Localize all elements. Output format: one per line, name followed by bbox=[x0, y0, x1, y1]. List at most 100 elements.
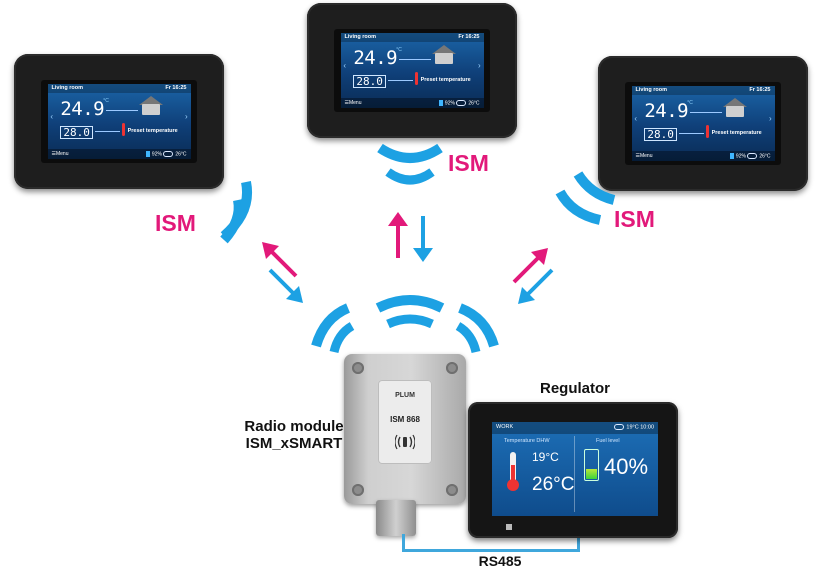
chevron-left-icon[interactable]: ‹ bbox=[634, 114, 638, 124]
chevron-left-icon[interactable]: ‹ bbox=[343, 61, 347, 71]
weather-temperature: 19°C bbox=[626, 424, 639, 431]
regulator-clock: 10:00 bbox=[640, 424, 654, 431]
radio-module-caption-line2: ISM_xSMART bbox=[245, 435, 343, 452]
connector-line bbox=[690, 112, 722, 114]
humidity-value: 92% bbox=[735, 153, 746, 160]
wave-icon-module-center bbox=[375, 295, 445, 329]
chevron-right-icon[interactable]: › bbox=[477, 61, 481, 71]
dhw-actual-temperature: 26°C bbox=[532, 474, 575, 495]
wave-icon-top bbox=[377, 143, 443, 185]
current-temperature: 24.9 bbox=[644, 100, 689, 123]
screw-icon bbox=[352, 362, 364, 374]
room-name: Living room bbox=[635, 86, 667, 93]
wave-icon-right bbox=[555, 171, 616, 225]
regulator-status-bar: WORK 19°C 10:00 bbox=[492, 422, 658, 434]
humidity-value: 92% bbox=[444, 100, 455, 107]
thermostat-panel-center: Living room Fr 16:25 ‹ › 24.9 °C 28.0 Pre… bbox=[307, 3, 517, 138]
thermometer-icon bbox=[414, 72, 418, 85]
outdoor-temperature: 26°C bbox=[175, 151, 187, 158]
temperature-unit: °C bbox=[396, 47, 402, 54]
regulator-screen: WORK 19°C 10:00 Temperature DHW Fuel lev… bbox=[492, 422, 658, 516]
thermostat-top-bar: Living room Fr 16:25 bbox=[631, 85, 775, 95]
connector-line bbox=[387, 79, 414, 81]
cloud-icon bbox=[614, 424, 625, 430]
status-led bbox=[506, 524, 512, 530]
dhw-set-temperature: 19°C bbox=[532, 450, 559, 464]
wave-icon-module-right bbox=[455, 303, 499, 354]
mode-indicator: WORK bbox=[496, 424, 514, 430]
clock: Fr 16:25 bbox=[749, 86, 771, 93]
rs485-label: RS485 bbox=[478, 553, 522, 569]
status-readouts: 92% 26°C bbox=[438, 99, 480, 107]
current-temperature: 24.9 bbox=[353, 47, 398, 70]
ism-label-right: ISM bbox=[614, 206, 655, 232]
screw-icon bbox=[446, 362, 458, 374]
bidirectional-arrow-center bbox=[388, 212, 433, 262]
ism-label-left: ISM bbox=[155, 210, 196, 236]
clock: Fr 16:25 bbox=[458, 33, 480, 40]
fuel-level-icon bbox=[584, 449, 599, 481]
connector-line bbox=[106, 110, 138, 112]
radio-module: PLUM ISM 868 bbox=[344, 354, 466, 504]
preset-temperature-value[interactable]: 28.0 bbox=[644, 128, 677, 142]
regulator-device: WORK 19°C 10:00 Temperature DHW Fuel lev… bbox=[468, 402, 678, 538]
preset-temperature-label: Preset temperature bbox=[711, 129, 762, 136]
cloud-icon bbox=[163, 150, 174, 157]
weather-readout: 19°C 10:00 bbox=[614, 424, 654, 432]
radio-module-caption: Radio module ISM_xSMART bbox=[244, 418, 344, 452]
menu-button[interactable]: ☰Menu bbox=[51, 150, 69, 157]
regulator-caption: Regulator bbox=[539, 380, 610, 397]
dhw-label: Temperature DHW bbox=[504, 438, 550, 444]
room-name: Living room bbox=[51, 84, 83, 91]
status-readouts: 92% 26°C bbox=[145, 150, 187, 158]
fuel-level-value: 40% bbox=[604, 454, 649, 479]
thermometer-icon bbox=[507, 452, 519, 491]
chevron-right-icon[interactable]: › bbox=[768, 114, 772, 124]
preset-temperature-label: Preset temperature bbox=[420, 76, 471, 83]
outdoor-temperature: 26°C bbox=[759, 153, 771, 160]
connector-line bbox=[678, 132, 705, 134]
status-readouts: 92% 26°C bbox=[729, 152, 771, 160]
house-icon bbox=[723, 97, 748, 121]
fuel-label: Fuel level bbox=[596, 438, 620, 444]
rs485-cable-segment bbox=[402, 534, 405, 552]
cloud-icon bbox=[456, 99, 467, 106]
thermostat-screen: Living room Fr 16:25 ‹ › 24.9 °C 28.0 Pre… bbox=[340, 32, 484, 109]
temperature-unit: °C bbox=[103, 98, 109, 105]
menu-button[interactable]: ☰Menu bbox=[635, 152, 653, 159]
bidirectional-arrow-right bbox=[512, 248, 554, 304]
preset-temperature-value[interactable]: 28.0 bbox=[353, 75, 386, 89]
clock: Fr 16:25 bbox=[165, 84, 187, 91]
chevron-left-icon[interactable]: ‹ bbox=[50, 112, 54, 122]
wave-icon-module-left bbox=[311, 303, 355, 354]
chevron-right-icon[interactable]: › bbox=[184, 112, 188, 122]
thermometer-icon bbox=[121, 123, 125, 136]
wireless-icon bbox=[395, 434, 415, 450]
connector-line bbox=[94, 130, 121, 132]
radio-module-caption-line1: Radio module bbox=[244, 418, 344, 435]
room-name: Living room bbox=[344, 33, 376, 40]
thermometer-icon bbox=[705, 125, 709, 138]
screw-icon bbox=[352, 484, 364, 496]
cable-gland bbox=[376, 500, 416, 536]
screw-icon bbox=[446, 484, 458, 496]
house-icon bbox=[139, 95, 164, 119]
module-model: ISM 868 bbox=[390, 415, 420, 424]
preset-temperature-value[interactable]: 28.0 bbox=[60, 126, 93, 140]
fuel-level-fill bbox=[586, 469, 597, 479]
current-temperature: 24.9 bbox=[60, 98, 105, 121]
thermostat-bottom-bar: ☰Menu 92% 26°C bbox=[47, 148, 191, 160]
menu-button[interactable]: ☰Menu bbox=[344, 99, 362, 106]
module-label-plate: PLUM ISM 868 bbox=[378, 380, 432, 464]
thermostat-bottom-bar: ☰Menu 92% 26°C bbox=[340, 97, 484, 109]
brand-logo: PLUM bbox=[395, 392, 415, 399]
thermostat-bottom-bar: ☰Menu 92% 26°C bbox=[631, 150, 775, 162]
humidity-value: 92% bbox=[151, 151, 162, 158]
wave-icon-left bbox=[220, 181, 252, 244]
